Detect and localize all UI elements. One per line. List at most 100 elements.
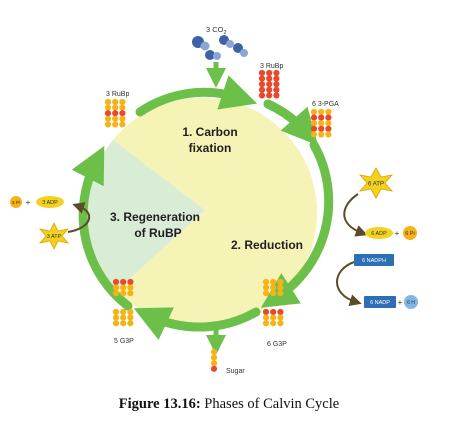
molecule-ball	[270, 308, 277, 316]
molecule-ball	[112, 284, 120, 291]
molecule-ball	[262, 278, 270, 286]
molecule-ball	[104, 115, 112, 122]
molecule-ball	[277, 284, 284, 291]
svg-text:3 Pi: 3 Pi	[12, 200, 20, 206]
h-label: 6 H	[407, 300, 415, 306]
molecule-ball	[210, 348, 218, 356]
molecule-ball	[262, 284, 270, 291]
molecule-ball	[112, 98, 119, 106]
molecule-ball	[270, 314, 277, 321]
molecule-ball	[104, 98, 112, 106]
molecule-ball	[127, 290, 134, 297]
svg-text:6 ATP: 6 ATP	[368, 182, 384, 188]
molecule-ball	[273, 92, 280, 99]
molecule-ball	[310, 120, 318, 127]
molecule-ball	[258, 81, 266, 88]
molecule-ball	[310, 108, 318, 116]
reduction-atp-curve	[343, 193, 368, 237]
molecule-ball	[127, 308, 134, 316]
molecule-ball	[210, 354, 218, 361]
g3p-left-stack2	[112, 308, 134, 327]
svg-text:6 ADP: 6 ADP	[371, 231, 387, 237]
regeneration-atp-star: 3 ATP	[38, 222, 70, 250]
molecule-ball	[119, 104, 126, 111]
svg-text:+: +	[26, 198, 31, 207]
h-ion	[404, 295, 418, 309]
g3p-left-label: 5 G3P	[114, 338, 134, 345]
reduction-atp-star: 6 ATP	[358, 167, 394, 199]
molecule-ball	[120, 284, 127, 291]
molecule-ball	[318, 108, 325, 116]
molecule-ball	[318, 125, 325, 132]
molecule-ball	[277, 320, 284, 327]
g3p-right-stack	[262, 278, 284, 297]
molecule-ball	[112, 278, 120, 286]
sugar-label: Sugar	[226, 368, 245, 375]
nadph-box	[354, 254, 394, 266]
molecule-ball	[104, 104, 112, 111]
molecule-ball	[273, 86, 280, 93]
g3p-left-stack	[112, 278, 134, 297]
molecule-ball	[119, 110, 126, 117]
molecule-ball	[277, 308, 284, 316]
phase1-region	[113, 97, 318, 328]
molecule-ball	[325, 114, 332, 121]
molecule-ball	[120, 278, 127, 286]
molecule-ball	[262, 290, 270, 297]
phase-reduction: 2. Reduction	[231, 238, 303, 252]
molecule-ball	[119, 115, 126, 122]
molecule-ball	[266, 92, 273, 99]
molecule-ball	[266, 75, 273, 82]
molecule-ball	[127, 314, 134, 321]
molecule-ball	[310, 131, 318, 138]
pga-label: 6 3-PGA	[312, 101, 339, 108]
phase-fixation-line2: fixation	[189, 141, 232, 155]
cycle-arrows	[71, 75, 334, 340]
pga-stack	[310, 108, 332, 138]
nadp-label: 6 NADP	[370, 300, 390, 306]
rubp-top-stack	[258, 69, 280, 99]
molecule-ball	[120, 320, 127, 327]
molecule-ball	[273, 69, 280, 77]
figure-caption: Figure 13.16: Phases of Calvin Cycle	[0, 396, 458, 413]
molecule-ball	[119, 121, 126, 128]
calvin-cycle-diagram: 3 CO2 3 RuBp 6 3-PGA 3 RuBp 6 G3P 5 G3P …	[10, 25, 418, 375]
molecule-ball	[104, 110, 112, 117]
molecule-ball	[273, 75, 280, 82]
molecule-ball	[318, 120, 325, 127]
molecule-ball	[112, 308, 120, 316]
phase3-region	[87, 140, 205, 290]
molecule-ball	[270, 278, 277, 286]
molecule-ball	[270, 320, 277, 327]
molecule-ball	[112, 290, 120, 297]
reduction-adp-output: 6 ADP + 6 Pi	[365, 226, 417, 240]
molecule-ball	[273, 81, 280, 88]
molecule-ball	[277, 290, 284, 297]
molecule-ball	[112, 314, 120, 321]
nadp-plus: +	[398, 298, 403, 307]
molecule-ball	[266, 86, 273, 93]
molecule-ball	[262, 320, 270, 327]
molecule-ball	[318, 131, 325, 138]
molecule-ball	[112, 320, 120, 327]
molecule-ball	[325, 108, 332, 116]
molecule-ball	[127, 284, 134, 291]
molecule-ball	[120, 290, 127, 297]
molecule-ball	[325, 125, 332, 132]
co2-molecules	[192, 35, 248, 60]
molecule-ball	[277, 278, 284, 286]
svg-text:+: +	[395, 229, 400, 238]
molecule-ball	[325, 131, 332, 138]
g3p-right-stack2	[262, 308, 284, 327]
molecule-ball	[277, 314, 284, 321]
molecule-ball	[310, 125, 318, 132]
phase-regeneration-line2: of RuBP	[134, 226, 181, 240]
molecule-ball	[119, 98, 126, 106]
molecule-ball	[210, 365, 218, 372]
molecule-ball	[310, 114, 318, 121]
regeneration-adp-output: 3 Pi + 3 ADP	[10, 196, 64, 208]
molecule-ball	[270, 290, 277, 297]
molecule-ball	[120, 308, 127, 316]
nadph-curve	[336, 261, 362, 306]
svg-text:3 ATP: 3 ATP	[47, 234, 62, 240]
